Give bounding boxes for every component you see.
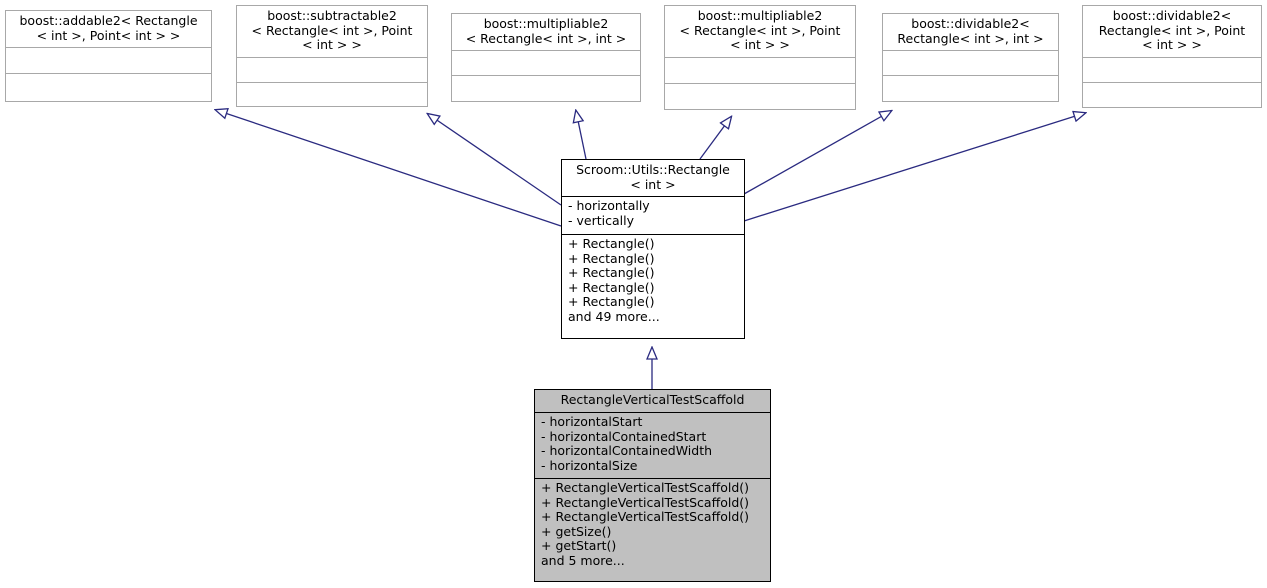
class-attributes-rectangle: - horizontally - vertically	[562, 197, 744, 235]
title-line: < int > >	[1142, 37, 1202, 53]
class-methods-addable2	[6, 74, 211, 101]
class-node-scaffold[interactable]: RectangleVerticalTestScaffold - horizont…	[534, 389, 771, 582]
title-line: < int >, Point< int > >	[36, 27, 181, 43]
class-attributes-dividable2-int	[883, 51, 1058, 76]
attribute-row: - horizontalContainedWidth	[541, 443, 713, 459]
method-row: + getSize()	[541, 523, 612, 539]
method-row: + Rectangle()	[568, 279, 655, 295]
attribute-row: - horizontally	[568, 198, 650, 213]
method-row: + Rectangle()	[568, 250, 655, 266]
method-row: + Rectangle()	[568, 294, 655, 310]
class-methods-dividable2-point	[1083, 83, 1261, 107]
title-line: < int > >	[730, 37, 790, 53]
edge-rectangle-to-multipliable2-point	[699, 117, 731, 160]
edge-rectangle-to-addable2	[216, 110, 562, 227]
edge-rectangle-to-dividable2-point	[743, 113, 1085, 222]
title-line: boost::dividable2<	[911, 16, 1030, 31]
class-attributes-multipliable2-int	[452, 51, 640, 76]
class-node-addable2[interactable]: boost::addable2< Rectangle < int >, Poin…	[5, 10, 212, 102]
title-line: boost::multipliable2	[483, 16, 609, 31]
class-title-dividable2-int: boost::dividable2< Rectangle< int >, int…	[883, 14, 1058, 51]
class-attributes-scaffold: - horizontalStart - horizontalContainedS…	[535, 413, 770, 479]
class-methods-subtractable2	[237, 83, 427, 107]
title-line: boost::multipliable2	[697, 8, 823, 23]
title-line: < Rectangle< int >, int >	[465, 30, 627, 46]
class-node-rectangle[interactable]: Scroom::Utils::Rectangle < int > - horiz…	[561, 159, 745, 339]
class-methods-scaffold: + RectangleVerticalTestScaffold() + Rect…	[535, 479, 770, 582]
edge-rectangle-to-multipliable2-int	[576, 111, 587, 160]
class-methods-dividable2-int	[883, 76, 1058, 101]
class-attributes-dividable2-point	[1083, 58, 1261, 83]
title-line: Scroom::Utils::Rectangle	[576, 162, 730, 177]
class-title-addable2: boost::addable2< Rectangle < int >, Poin…	[6, 11, 211, 48]
title-line: RectangleVerticalTestScaffold	[560, 392, 745, 407]
class-methods-multipliable2-point	[665, 84, 855, 110]
method-row: + Rectangle()	[568, 265, 655, 281]
method-row-more: and 49 more...	[568, 308, 660, 324]
class-title-subtractable2: boost::subtractable2 < Rectangle< int >,…	[237, 6, 427, 58]
title-line: Rectangle< int >, Point	[1098, 22, 1246, 38]
method-row: + RectangleVerticalTestScaffold()	[541, 480, 750, 495]
class-methods-rectangle: + Rectangle() + Rectangle() + Rectangle(…	[562, 235, 744, 338]
class-title-scaffold: RectangleVerticalTestScaffold	[535, 390, 770, 413]
edge-rectangle-to-dividable2-int	[743, 111, 891, 195]
title-line: < int >	[630, 176, 676, 192]
title-line: < Rectangle< int >, Point	[679, 22, 841, 38]
method-row-more: and 5 more...	[541, 552, 625, 568]
method-row: + Rectangle()	[568, 236, 655, 251]
class-title-multipliable2-int: boost::multipliable2 < Rectangle< int >,…	[452, 14, 640, 51]
attribute-row: - horizontalSize	[541, 457, 638, 473]
class-node-multipliable2-point[interactable]: boost::multipliable2 < Rectangle< int >,…	[664, 5, 856, 110]
class-node-subtractable2[interactable]: boost::subtractable2 < Rectangle< int >,…	[236, 5, 428, 107]
class-title-rectangle: Scroom::Utils::Rectangle < int >	[562, 160, 744, 197]
class-attributes-addable2	[6, 48, 211, 74]
title-line: boost::addable2< Rectangle	[19, 13, 198, 28]
class-node-dividable2-int[interactable]: boost::dividable2< Rectangle< int >, int…	[882, 13, 1059, 102]
attribute-row: - horizontalContainedStart	[541, 428, 707, 444]
title-line: < int > >	[302, 37, 362, 53]
method-row: + RectangleVerticalTestScaffold()	[541, 494, 750, 510]
class-node-dividable2-point[interactable]: boost::dividable2< Rectangle< int >, Poi…	[1082, 5, 1262, 108]
method-row: + getStart()	[541, 538, 617, 554]
title-line: boost::dividable2<	[1112, 8, 1232, 23]
edge-rectangle-to-subtractable2	[428, 114, 562, 206]
title-line: boost::subtractable2	[267, 8, 397, 23]
class-title-multipliable2-point: boost::multipliable2 < Rectangle< int >,…	[665, 6, 855, 58]
attribute-row: - horizontalStart	[541, 414, 643, 429]
class-methods-multipliable2-int	[452, 76, 640, 101]
class-attributes-subtractable2	[237, 58, 427, 83]
method-row: + RectangleVerticalTestScaffold()	[541, 509, 750, 525]
class-node-multipliable2-int[interactable]: boost::multipliable2 < Rectangle< int >,…	[451, 13, 641, 102]
class-attributes-multipliable2-point	[665, 58, 855, 84]
title-line: Rectangle< int >, int >	[897, 30, 1044, 46]
class-title-dividable2-point: boost::dividable2< Rectangle< int >, Poi…	[1083, 6, 1261, 58]
attribute-row: - vertically	[568, 212, 634, 228]
title-line: < Rectangle< int >, Point	[251, 22, 413, 38]
